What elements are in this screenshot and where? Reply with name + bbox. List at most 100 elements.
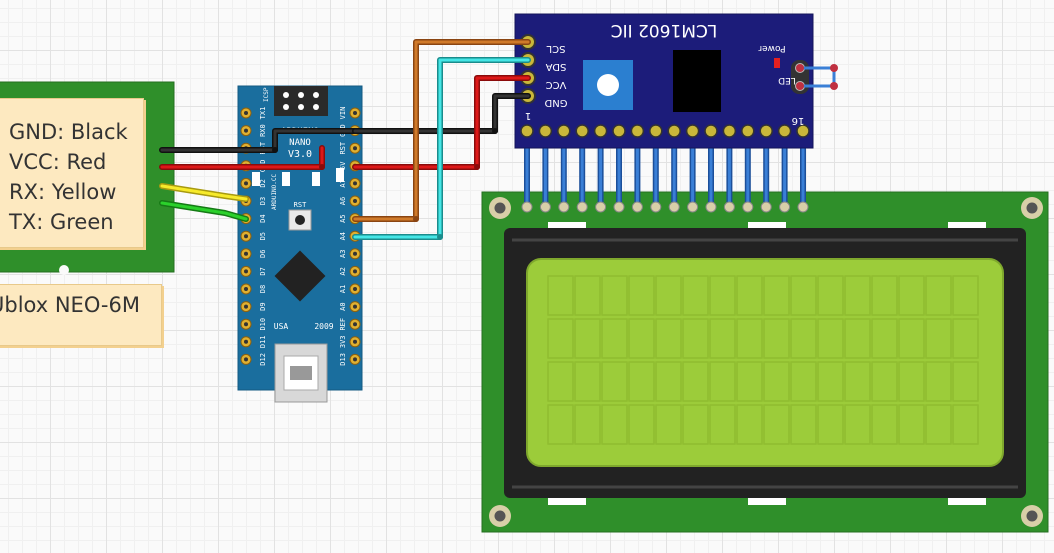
nano-pin-label-left: D9 (259, 302, 267, 310)
i2c-pin (557, 124, 571, 138)
lcd-cell (790, 275, 817, 316)
nano-pin-label-left: D6 (259, 250, 267, 258)
i2c-pin-gnd: GND (544, 97, 567, 108)
lcd-cell (574, 361, 601, 402)
lcd-cell (763, 275, 790, 316)
wire-green-gps-tx (159, 200, 249, 222)
nano-pin-label-left: D3 (259, 197, 267, 205)
lcd-cell (682, 275, 709, 316)
lcd-cell (709, 318, 736, 359)
lcd-cell (547, 404, 574, 445)
i2c-led-label: LED (778, 75, 796, 85)
lcd-cell (682, 318, 709, 359)
lcd-pin-pad (668, 201, 680, 213)
lcd-cell (844, 318, 871, 359)
lcd-cell (952, 275, 979, 316)
lcd-cell (871, 361, 898, 402)
nano-usa: USA (274, 322, 289, 331)
lcd-cell (925, 361, 952, 402)
i2c-pin (612, 124, 626, 138)
lcd-cell (898, 404, 925, 445)
i2c-power-label: Power (758, 43, 786, 53)
i2c-pin (759, 124, 773, 138)
lcd-cell (790, 361, 817, 402)
nano-pin-label-right: A5 (339, 214, 347, 222)
nano-pin-label-right: A6 (339, 197, 347, 205)
nano-pin-label-left: D10 (259, 318, 267, 331)
nano-pin-label-left: D11 (259, 335, 267, 348)
nano-pin-label-right: A2 (339, 267, 347, 275)
i2c-pin (538, 124, 553, 138)
lcd-cell (574, 404, 601, 445)
lcd-cell (682, 404, 709, 445)
wire-black-gps-gnd (159, 128, 358, 153)
i2c-pin-row (520, 124, 810, 138)
gps-wiring-note: GND: Black VCC: Red RX: Yellow TX: Green (0, 98, 144, 248)
nano-rst-label: RST (294, 201, 307, 209)
nano-title-2: NANO (289, 138, 311, 148)
lcd-pin-pad (576, 201, 588, 213)
nano-pin-label-right: A4 (339, 232, 347, 240)
lcd-cell (817, 318, 844, 359)
i2c-pin (796, 124, 810, 138)
nano-pin-label-left: D7 (259, 267, 267, 275)
lcd-cell (952, 318, 979, 359)
nano-pin-label-left: D8 (259, 285, 267, 293)
lcd-cell (763, 404, 790, 445)
note-line-gnd: GND: Black (9, 120, 128, 144)
lcd-cell (574, 275, 601, 316)
lcd-cell (655, 361, 682, 402)
lcd-cell (817, 361, 844, 402)
lcd-cell (628, 404, 655, 445)
lcd-cell (925, 275, 952, 316)
lcd-cell (790, 318, 817, 359)
wire-cyan-sda (352, 57, 531, 240)
nano-pin-label-left: D5 (259, 232, 267, 240)
lcd-character-grid (547, 275, 979, 445)
lcd-cell (898, 361, 925, 402)
nano-brand: ARDUINO.CC (271, 173, 278, 210)
lcd-cell (925, 318, 952, 359)
lcd-cell (790, 404, 817, 445)
i2c-pin (685, 124, 700, 138)
nano-pin-label-right: RST (339, 141, 347, 154)
i2c-pin (722, 124, 737, 138)
lcd-cell (655, 404, 682, 445)
lcd-cell (709, 404, 736, 445)
nano-pin-label-left: D4 (259, 214, 267, 222)
arduino-nano[interactable] (237, 85, 363, 403)
i2c-title: LCM1602 IIC (611, 20, 718, 40)
nano-pin-label-right: A0 (339, 302, 347, 310)
i2c-pin (649, 124, 663, 138)
lcd-cell (898, 318, 925, 359)
nano-pin-label-right: A1 (339, 285, 347, 293)
lcd-cell (844, 361, 871, 402)
nano-pin-label-left: RX0 (259, 124, 267, 137)
wire-orange-scl (352, 39, 531, 222)
lcd-cell (709, 361, 736, 402)
note-line-rx: RX: Yellow (9, 180, 117, 204)
i2c-pin (741, 124, 755, 138)
lcd-pin-pad (760, 201, 772, 213)
wires (159, 39, 531, 240)
led-jumper (796, 64, 838, 90)
i2c-pin-16-label: 16 (792, 115, 805, 126)
lcd-pin-pad (595, 201, 607, 213)
lcd-cell (628, 275, 655, 316)
lcd-cell (628, 361, 655, 402)
nano-pin-label-right: VIN (339, 107, 347, 120)
i2c-pin (630, 124, 645, 138)
lcd-cell (574, 318, 601, 359)
lcd-pin-pad (650, 201, 662, 213)
nano-pin-label-right: A7 (339, 179, 347, 187)
lcd-cell (601, 361, 628, 402)
lcd-cell (871, 404, 898, 445)
lcd-cell (871, 318, 898, 359)
nano-pin-label-right: REF (339, 318, 347, 331)
nano-pin-label-right: D13 (339, 353, 347, 366)
i2c-pin-sda: SDA (545, 61, 566, 72)
lcd-cell (952, 361, 979, 402)
lcd-cell (817, 404, 844, 445)
